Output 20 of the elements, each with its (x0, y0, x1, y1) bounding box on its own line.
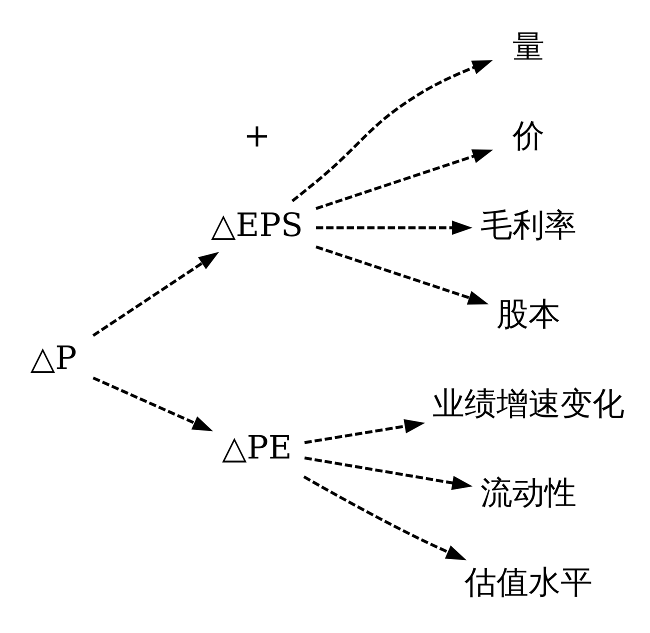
node-text: 业绩增速变化 (432, 384, 624, 422)
node-text: 股本 (496, 294, 560, 333)
arrow (303, 475, 467, 560)
arrow (304, 456, 473, 490)
arrow (304, 418, 426, 444)
node-text: △EPS (210, 205, 303, 244)
node-text: 流动性 (480, 473, 576, 512)
arrow (92, 251, 220, 336)
arrow (291, 60, 493, 202)
node-text: 估值水平 (464, 562, 592, 600)
arrow (316, 220, 472, 234)
node-text: △PE (222, 428, 292, 466)
arrow (92, 376, 214, 431)
label: + (243, 116, 270, 154)
node-text: 价 (512, 116, 544, 154)
arrow (316, 148, 494, 210)
node-text: 量 (512, 26, 544, 65)
arrow (316, 245, 489, 304)
node-text: △P (30, 338, 77, 377)
node-text: 毛利率 (480, 205, 576, 244)
